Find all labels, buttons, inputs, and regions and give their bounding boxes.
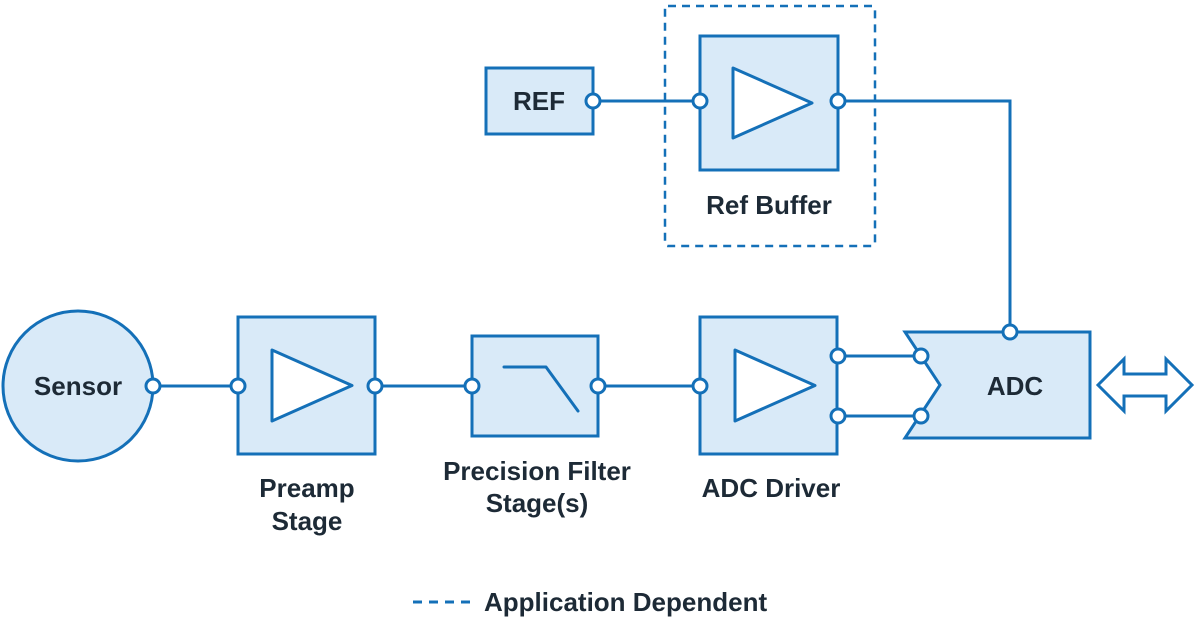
port-node [829, 407, 847, 425]
ref-label: REF [513, 86, 565, 116]
sensor-label: Sensor [34, 371, 122, 401]
adc-label: ADC [987, 371, 1044, 401]
port-node [463, 377, 481, 395]
preamp-label-line1: Preamp [259, 473, 354, 503]
preamp-label-line2: Stage [272, 506, 343, 536]
amplifier-icon [731, 66, 814, 140]
legend-label: Application Dependent [484, 587, 767, 617]
port-node [584, 92, 602, 110]
bidirectional-arrow-icon [1095, 355, 1195, 415]
port-node [912, 407, 930, 425]
adc-driver-label: ADC Driver [702, 473, 841, 503]
ref-buffer-label: Ref Buffer [706, 190, 832, 220]
port-node [691, 377, 709, 395]
port-node [1001, 323, 1019, 341]
port-node [589, 377, 607, 395]
wire-refbuffer-adc [838, 99, 1012, 332]
filter-label-line2: Stage(s) [486, 488, 589, 518]
adc-block [902, 330, 1092, 440]
application-dependent-outline [663, 4, 877, 248]
filter-label-line1: Precision Filter [443, 456, 631, 486]
port-node [829, 347, 847, 365]
port-node [366, 377, 384, 395]
filter-block [470, 334, 600, 438]
lowpass-filter-icon [502, 365, 580, 413]
port-node [912, 347, 930, 365]
port-node [144, 377, 162, 395]
port-node [829, 92, 847, 110]
amplifier-icon [270, 348, 354, 423]
port-node [691, 92, 709, 110]
amplifier-icon [733, 348, 817, 423]
port-node [229, 377, 247, 395]
